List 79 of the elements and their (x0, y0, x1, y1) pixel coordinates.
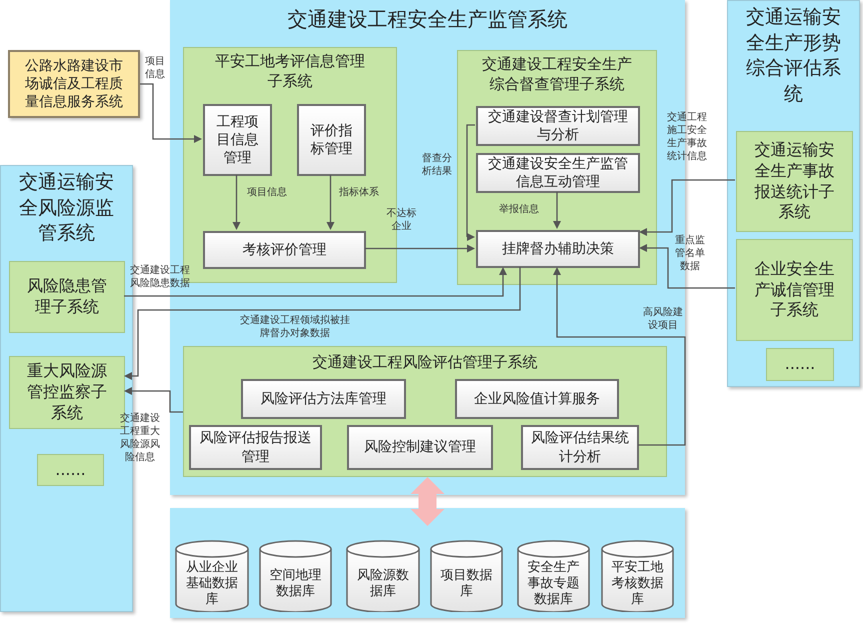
node-label: ...... (54, 460, 87, 480)
edge-label: 高风险建设项目 (642, 306, 684, 332)
arrow (553, 192, 561, 229)
arrow (365, 244, 475, 252)
node-label: 公路水路建设市场诚信及工程质量信息服务系统 (24, 56, 124, 112)
node-label: 风险评估方法库管理 (260, 390, 388, 408)
module-box (347, 425, 493, 470)
double-arrow (410, 477, 444, 526)
module-box (203, 104, 272, 176)
module-box (189, 425, 322, 470)
node-label: 风险评估结果统计分析 (530, 429, 630, 466)
panel-title: 交通运输安全生产形势综合评估系统 (745, 5, 842, 107)
subsystem-panel (183, 346, 667, 477)
node-label: 企业安全生产诚信管理子系统 (754, 258, 836, 322)
arrow (124, 267, 521, 380)
node-label: ...... (784, 354, 816, 375)
arrow (124, 267, 507, 297)
arrow (553, 267, 686, 446)
module-box (476, 230, 640, 268)
node-label: 风险源数据库 (356, 568, 410, 600)
node-label: 工程项目信息管理 (216, 112, 260, 168)
database-cylinder (175, 540, 249, 612)
arrow (326, 175, 334, 230)
database-cylinder (601, 540, 674, 612)
edge-label: 交通建设工程领域拟被挂牌督办对象数据 (240, 314, 350, 340)
edge-label: 交通工程施工安全生产事故统计信息 (666, 111, 708, 163)
node-label: 从业企业基础数据库 (185, 560, 239, 608)
subsystem-box (736, 131, 853, 232)
node-label: 平安工地考核数据库 (610, 560, 664, 608)
node-label: 交通建设督查计划管理与分析 (487, 108, 629, 144)
node-label: 风险控制建议管理 (363, 438, 477, 457)
panel-title: 交通建设工程安全生产综合督查管理子系统 (481, 54, 633, 94)
module-box (521, 425, 639, 470)
module-box (203, 231, 366, 269)
node-label: 交通运输安全生产事故报送统计子系统 (754, 140, 836, 224)
panel-title: 平安工地考评信息管理子系统 (214, 51, 366, 91)
subsystem-box (37, 454, 104, 486)
edge-label: 督查分析结果 (421, 152, 453, 178)
edge-label: 重点监管名单数据 (674, 234, 706, 273)
node-label: 风险隐患管理子系统 (26, 276, 108, 318)
subsystem-box (457, 50, 657, 285)
panel-title: 交通建设工程风险评估管理子系统 (312, 352, 538, 373)
node-label: 挂牌督办辅助决策 (501, 240, 615, 258)
subsystem-box (766, 348, 834, 381)
arrow (232, 175, 240, 230)
node-label: 评价指标管理 (310, 122, 354, 158)
module-box (297, 104, 366, 176)
edge-label: 交通建设工程重大风险源风险信息 (119, 412, 161, 464)
arrow (639, 179, 735, 236)
module-box (476, 153, 640, 193)
node-label: 交通建设安全生产监管信息互动管理 (487, 154, 629, 192)
panel-title: 交通建设工程安全生产监管系统 (286, 6, 568, 33)
panel-title: 交通运输安全风险源监管系统 (18, 170, 115, 246)
module-box (476, 106, 640, 146)
node-label: 重大风险源管控监察子系统 (26, 361, 108, 424)
node-label: 安全生产事故专题数据库 (526, 560, 580, 608)
node-label: 项目数据库 (440, 568, 494, 600)
edge-label: 指标体系 (338, 186, 380, 199)
arrow (639, 244, 735, 289)
container-box (170, 508, 685, 618)
module-box (455, 379, 619, 419)
edge-label: 项目信息 (246, 186, 288, 199)
database-cylinder (346, 540, 420, 612)
node-label: 考核评价管理 (242, 240, 328, 260)
arrow (140, 83, 202, 143)
system-panel (727, 0, 860, 387)
database-cylinder (430, 540, 503, 612)
database-cylinder (259, 540, 332, 612)
node-label: 企业风险值计算服务 (473, 390, 601, 408)
subsystem-box (736, 239, 853, 341)
node-label: 风险评估报告报送管理 (198, 429, 312, 466)
external-system-box (8, 50, 140, 118)
edge-label: 项目信息 (144, 55, 166, 81)
edge-label: 举报信息 (498, 203, 540, 216)
database-cylinder (517, 540, 590, 612)
subsystem-box (9, 261, 125, 333)
node-label: 空间地理数据库 (268, 568, 322, 600)
module-box (241, 379, 406, 419)
arrow (124, 387, 183, 413)
